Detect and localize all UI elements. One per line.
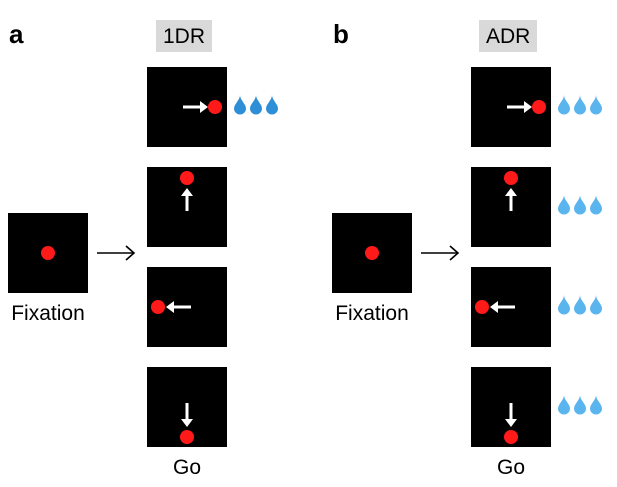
target-screen-left [471,267,551,347]
reward-drops-icon [558,395,602,415]
right-arrow-icon [97,245,136,261]
reward-drops-icon [234,95,278,115]
target-screen-up [147,167,227,247]
fixation-dot-icon [365,246,379,260]
up-target-icon [180,171,194,211]
left-target-icon [475,300,515,314]
up-target-icon [504,171,518,211]
reward-drops-icon [558,195,602,215]
target-screen-right [471,67,551,147]
target-screen-down [471,367,551,447]
left-target-icon [151,300,191,314]
panel-b-letter: b [333,19,349,49]
condition-label-adr: ADR [479,20,538,52]
panel-a-letter: a [9,19,24,49]
fixation-screen [8,213,88,293]
go-label: Go [172,456,201,479]
target-screen-down [147,367,227,447]
down-target-icon [504,403,518,444]
target-screen-up [471,167,551,247]
go-label: Go [496,456,525,479]
target-screen-right [147,67,227,147]
fixation-dot-icon [41,246,55,260]
down-target-icon [180,403,194,444]
right-target-icon [507,100,546,114]
fixation-screen [332,213,412,293]
right-arrow-icon [421,245,460,261]
reward-drops-icon [558,95,602,115]
fixation-label: Fixation [11,302,85,325]
reward-drops-icon [558,295,602,315]
fixation-label: Fixation [335,302,409,325]
target-screen-left [147,267,227,347]
condition-label-1dr: 1DR [156,20,213,52]
right-target-icon [183,100,222,114]
